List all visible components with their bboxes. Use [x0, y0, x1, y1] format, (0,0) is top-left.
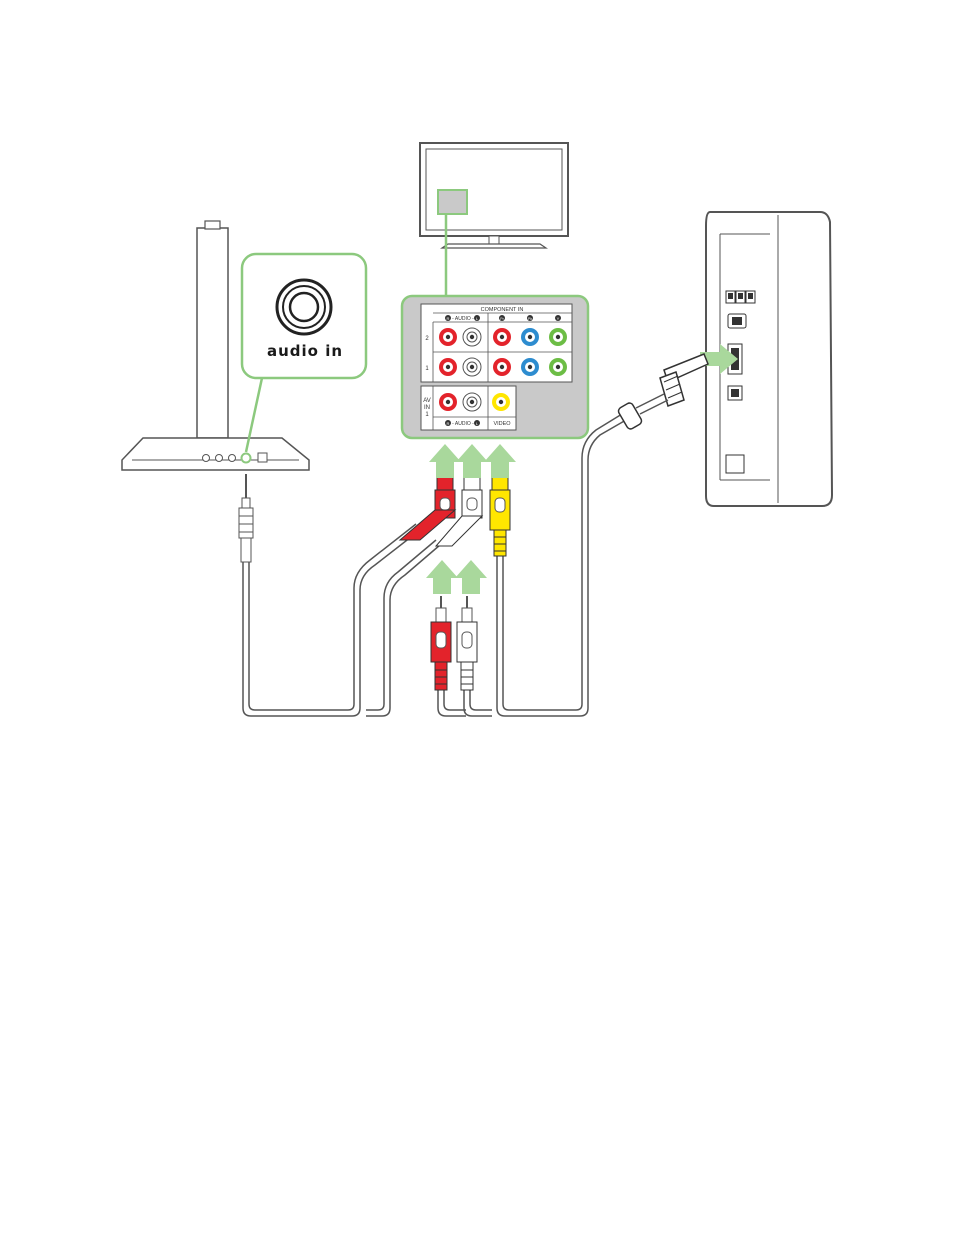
arrow-up-icon-1 — [429, 444, 461, 478]
rca-plug-white-bottom — [457, 596, 477, 690]
av-in-label-2: IN — [424, 405, 430, 411]
audio-in-jack-icon — [277, 280, 331, 334]
audio-header-label: - AUDIO - — [452, 316, 474, 322]
av-in-label-1: AV — [423, 398, 431, 404]
av-audio-r-badge: R — [447, 421, 450, 426]
pb-label: Pb — [528, 317, 532, 321]
audio-r-badge: R — [447, 316, 450, 321]
y-label: Y — [557, 316, 560, 321]
arrow-up-icon-5 — [455, 560, 487, 594]
speaker-callout: audio in — [242, 254, 366, 452]
audio-in-label: audio in — [267, 342, 343, 360]
aux-plug — [239, 474, 253, 562]
arrow-up-icon-3 — [484, 444, 516, 478]
video-label: VIDEO — [493, 421, 511, 427]
av-audio-label: - AUDIO - — [452, 421, 474, 427]
component-in-label: COMPONENT IN — [481, 307, 524, 313]
arrow-up-icon-2 — [456, 444, 488, 478]
tv — [420, 143, 568, 248]
rca-plug-red-bottom — [431, 596, 451, 690]
arrow-up-icon-4 — [426, 560, 458, 594]
